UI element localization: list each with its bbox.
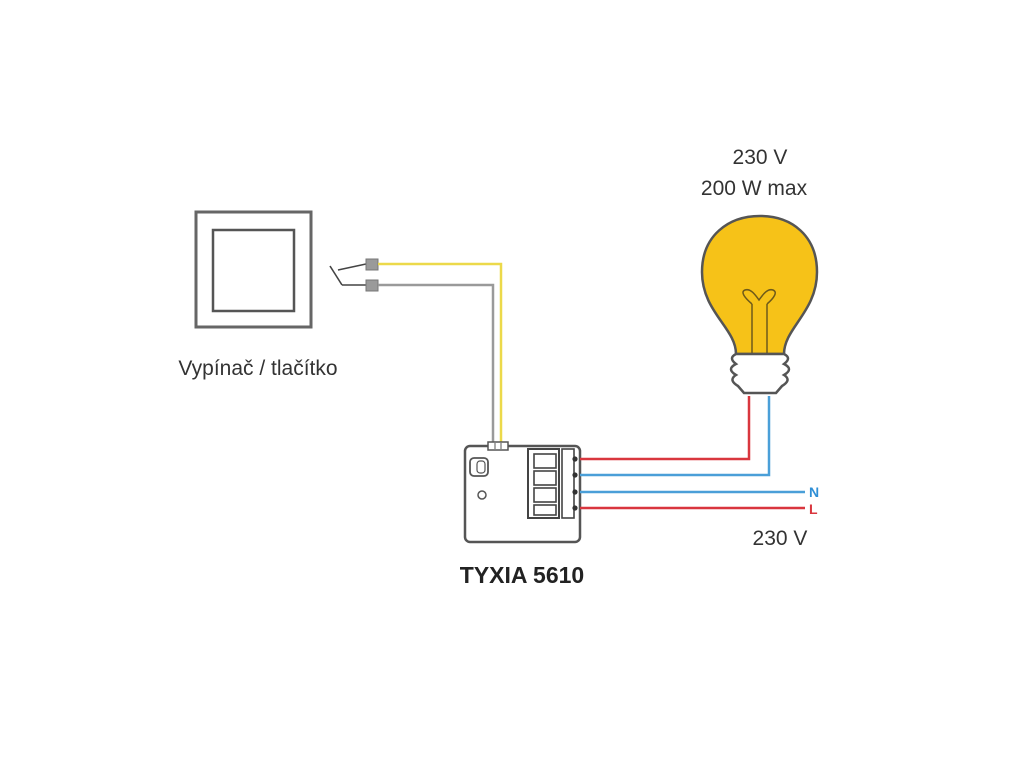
tyxia-module — [463, 441, 582, 544]
lamp-voltage-label: 230 V — [733, 146, 788, 169]
module-label: TYXIA 5610 — [460, 562, 584, 588]
switch-signal-wire — [378, 262, 503, 448]
wall-switch — [194, 210, 313, 329]
lamp-power-label: 200 W max — [701, 177, 808, 200]
switch-contact-symbol — [329, 258, 379, 292]
bulb-filament — [742, 288, 776, 354]
neutral-label: N — [809, 484, 819, 500]
terminal-dot — [572, 472, 578, 478]
terminal-dot — [572, 456, 578, 462]
bulb-glass — [700, 214, 819, 356]
connector-top — [365, 258, 379, 271]
switch-common-wire — [378, 283, 495, 448]
light-bulb — [700, 214, 819, 395]
connector-bottom — [365, 279, 379, 292]
terminal-dot — [572, 505, 578, 511]
module-wire-entry — [487, 441, 509, 451]
lamp-line-wire — [580, 396, 751, 461]
mains-voltage-label: 230 V — [753, 527, 808, 550]
module-led — [477, 490, 487, 500]
switch-rocker — [211, 228, 296, 313]
bulb-base — [729, 352, 791, 395]
switch-label: Vypínač / tlačítko — [178, 357, 337, 380]
lamp-neutral-wire — [580, 396, 771, 477]
line-label: L — [809, 501, 818, 517]
terminal-dot — [572, 489, 578, 495]
